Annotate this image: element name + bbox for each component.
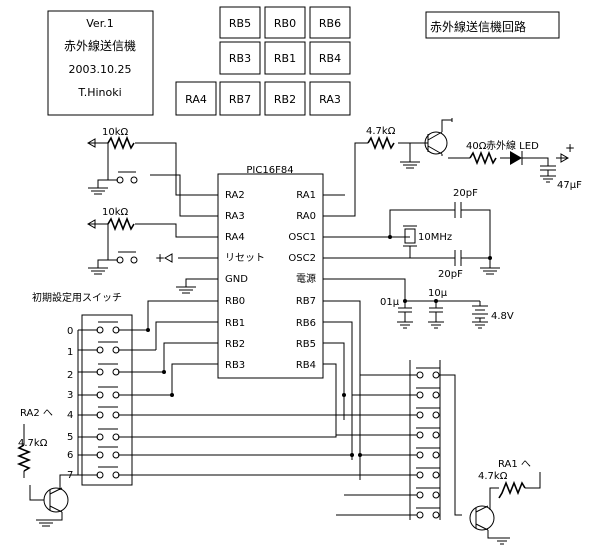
- ic-pin-label: RB4: [296, 360, 316, 371]
- circuit-title: 赤外線送信機回路: [425, 11, 560, 39]
- dip-row: [78, 406, 344, 419]
- date-label: 2003.10.25: [69, 63, 132, 76]
- ra2-to-label: RA2 へ: [20, 408, 53, 419]
- resistor-label: 4.7kΩ: [478, 471, 508, 482]
- plus-label: +: [155, 251, 165, 265]
- resistor-label: 10kΩ: [102, 127, 129, 138]
- matrix-switch: [416, 507, 440, 519]
- plus-label: +: [565, 141, 575, 155]
- ic-pin-label: OSC2: [288, 253, 316, 264]
- ic-pin-label: リセット: [225, 252, 265, 264]
- oscillator: 20pF 20pF 10MHz: [389, 188, 500, 280]
- wires-right: [323, 142, 406, 480]
- pic-ic: PIC16F84 RA2 RA3 RA4 リセット GND RB0 RB1 RB…: [217, 165, 324, 379]
- ic-pin-label: RA2: [225, 190, 245, 201]
- ic-pin-label: RB7: [296, 296, 316, 307]
- crystal-label: 10MHz: [418, 232, 452, 243]
- ic-pin-label: RB3: [225, 360, 245, 371]
- dip-row: [78, 386, 172, 399]
- version-label: Ver.1: [86, 17, 113, 30]
- battery-label: 4.8V: [491, 311, 514, 322]
- key-matrix: RB5 RB0 RB6 RB3 RB1 RB4 RB7 RB2 RA3 RA4: [175, 6, 351, 116]
- ic-pin-label: RA4: [225, 232, 245, 243]
- led-label: 赤外線 LED: [486, 139, 539, 152]
- ic-pin-label: RB6: [296, 318, 316, 329]
- key-label: RB5: [229, 17, 251, 30]
- ra2-transistor: RA2 へ 4.7kΩ: [16, 408, 69, 527]
- switch-col: [409, 360, 441, 520]
- matrix-switch: [416, 487, 440, 499]
- dip-title: 初期設定用スイッチ: [32, 291, 122, 304]
- dip-row: [78, 446, 352, 459]
- svg-text:赤外線送信機回路: 赤外線送信機回路: [430, 19, 526, 34]
- dip-row-label: 2: [67, 370, 73, 381]
- dip-row-label: 6: [67, 450, 73, 461]
- capacitor-label: 10μ: [428, 288, 448, 299]
- matrix-switch: [416, 447, 440, 459]
- ic-pin-label: 電源: [296, 272, 316, 285]
- resistor-label: 4.7kΩ: [18, 438, 48, 449]
- wires-left: [135, 142, 218, 395]
- key-label: RA3: [319, 93, 341, 106]
- ir-driver: 4.7kΩ 40Ω 赤外線 LED + 47μF: [366, 118, 582, 191]
- key-label: RB7: [229, 93, 251, 106]
- matrix-switch: [416, 367, 440, 379]
- capacitor-label: 20pF: [438, 269, 463, 280]
- dip-switch: 初期設定用スイッチ 0 1 2 3 4 5 6 7: [32, 291, 360, 490]
- resistor-label: 4.7kΩ: [366, 126, 396, 137]
- ic-pin-label: RB5: [296, 339, 316, 350]
- dip-row: [78, 363, 164, 376]
- matrix-switch: [416, 467, 440, 479]
- device-name: 赤外線送信機: [64, 38, 136, 53]
- dip-row-label: 1: [67, 347, 73, 358]
- key-label: RA4: [185, 93, 207, 106]
- power: 01μ 10μ 4.8V: [380, 288, 514, 329]
- ic-pin-label: RA3: [225, 211, 245, 222]
- dip-row-label: 4: [67, 410, 73, 421]
- ic-pin-label: RA0: [296, 211, 316, 222]
- dip-row: [78, 321, 148, 334]
- key-label: RB0: [274, 17, 296, 30]
- capacitor-label: 20pF: [453, 188, 478, 199]
- dip-row: [78, 341, 156, 354]
- dip-row: [78, 466, 360, 479]
- capacitor-label: 47μF: [557, 180, 582, 191]
- dip-row: [78, 395, 337, 441]
- matrix-switch: [416, 427, 440, 439]
- capacitor-label: 01μ: [380, 297, 400, 308]
- version-box: Ver.1 赤外線送信機 2003.10.25 T.Hinoki: [47, 10, 154, 116]
- key-label: RB4: [319, 52, 341, 65]
- right-switch-matrix: [336, 360, 462, 520]
- ic-pin-label: OSC1: [288, 232, 316, 243]
- dip-row-label: 5: [67, 432, 73, 443]
- key-label: RB1: [274, 52, 296, 65]
- ic-pin-label: RB2: [225, 339, 245, 350]
- matrix-switch: [416, 387, 440, 399]
- dip-row-label: 3: [67, 390, 73, 401]
- key-label: RB3: [229, 52, 251, 65]
- key-label: RB6: [319, 17, 341, 30]
- resistor-label: 10kΩ: [102, 207, 129, 218]
- matrix-switch: [416, 407, 440, 419]
- ra-pullups: 10kΩ 10kΩ +: [86, 127, 196, 294]
- junctions: [146, 235, 492, 457]
- ra1-transistor: RA1 へ 4.7kΩ: [469, 459, 541, 545]
- ra1-to-label: RA1 へ: [498, 459, 531, 470]
- ic-pin-label: RA1: [296, 190, 316, 201]
- ic-pin-label: GND: [225, 274, 248, 285]
- dip-row-label: 0: [67, 326, 73, 337]
- ic-pin-label: RB1: [225, 318, 245, 329]
- author-label: T.Hinoki: [77, 86, 121, 99]
- ic-name: PIC16F84: [246, 165, 293, 176]
- resistor-label: 40Ω: [466, 141, 487, 152]
- key-label: RB2: [274, 93, 296, 106]
- ic-pin-label: RB0: [225, 296, 245, 307]
